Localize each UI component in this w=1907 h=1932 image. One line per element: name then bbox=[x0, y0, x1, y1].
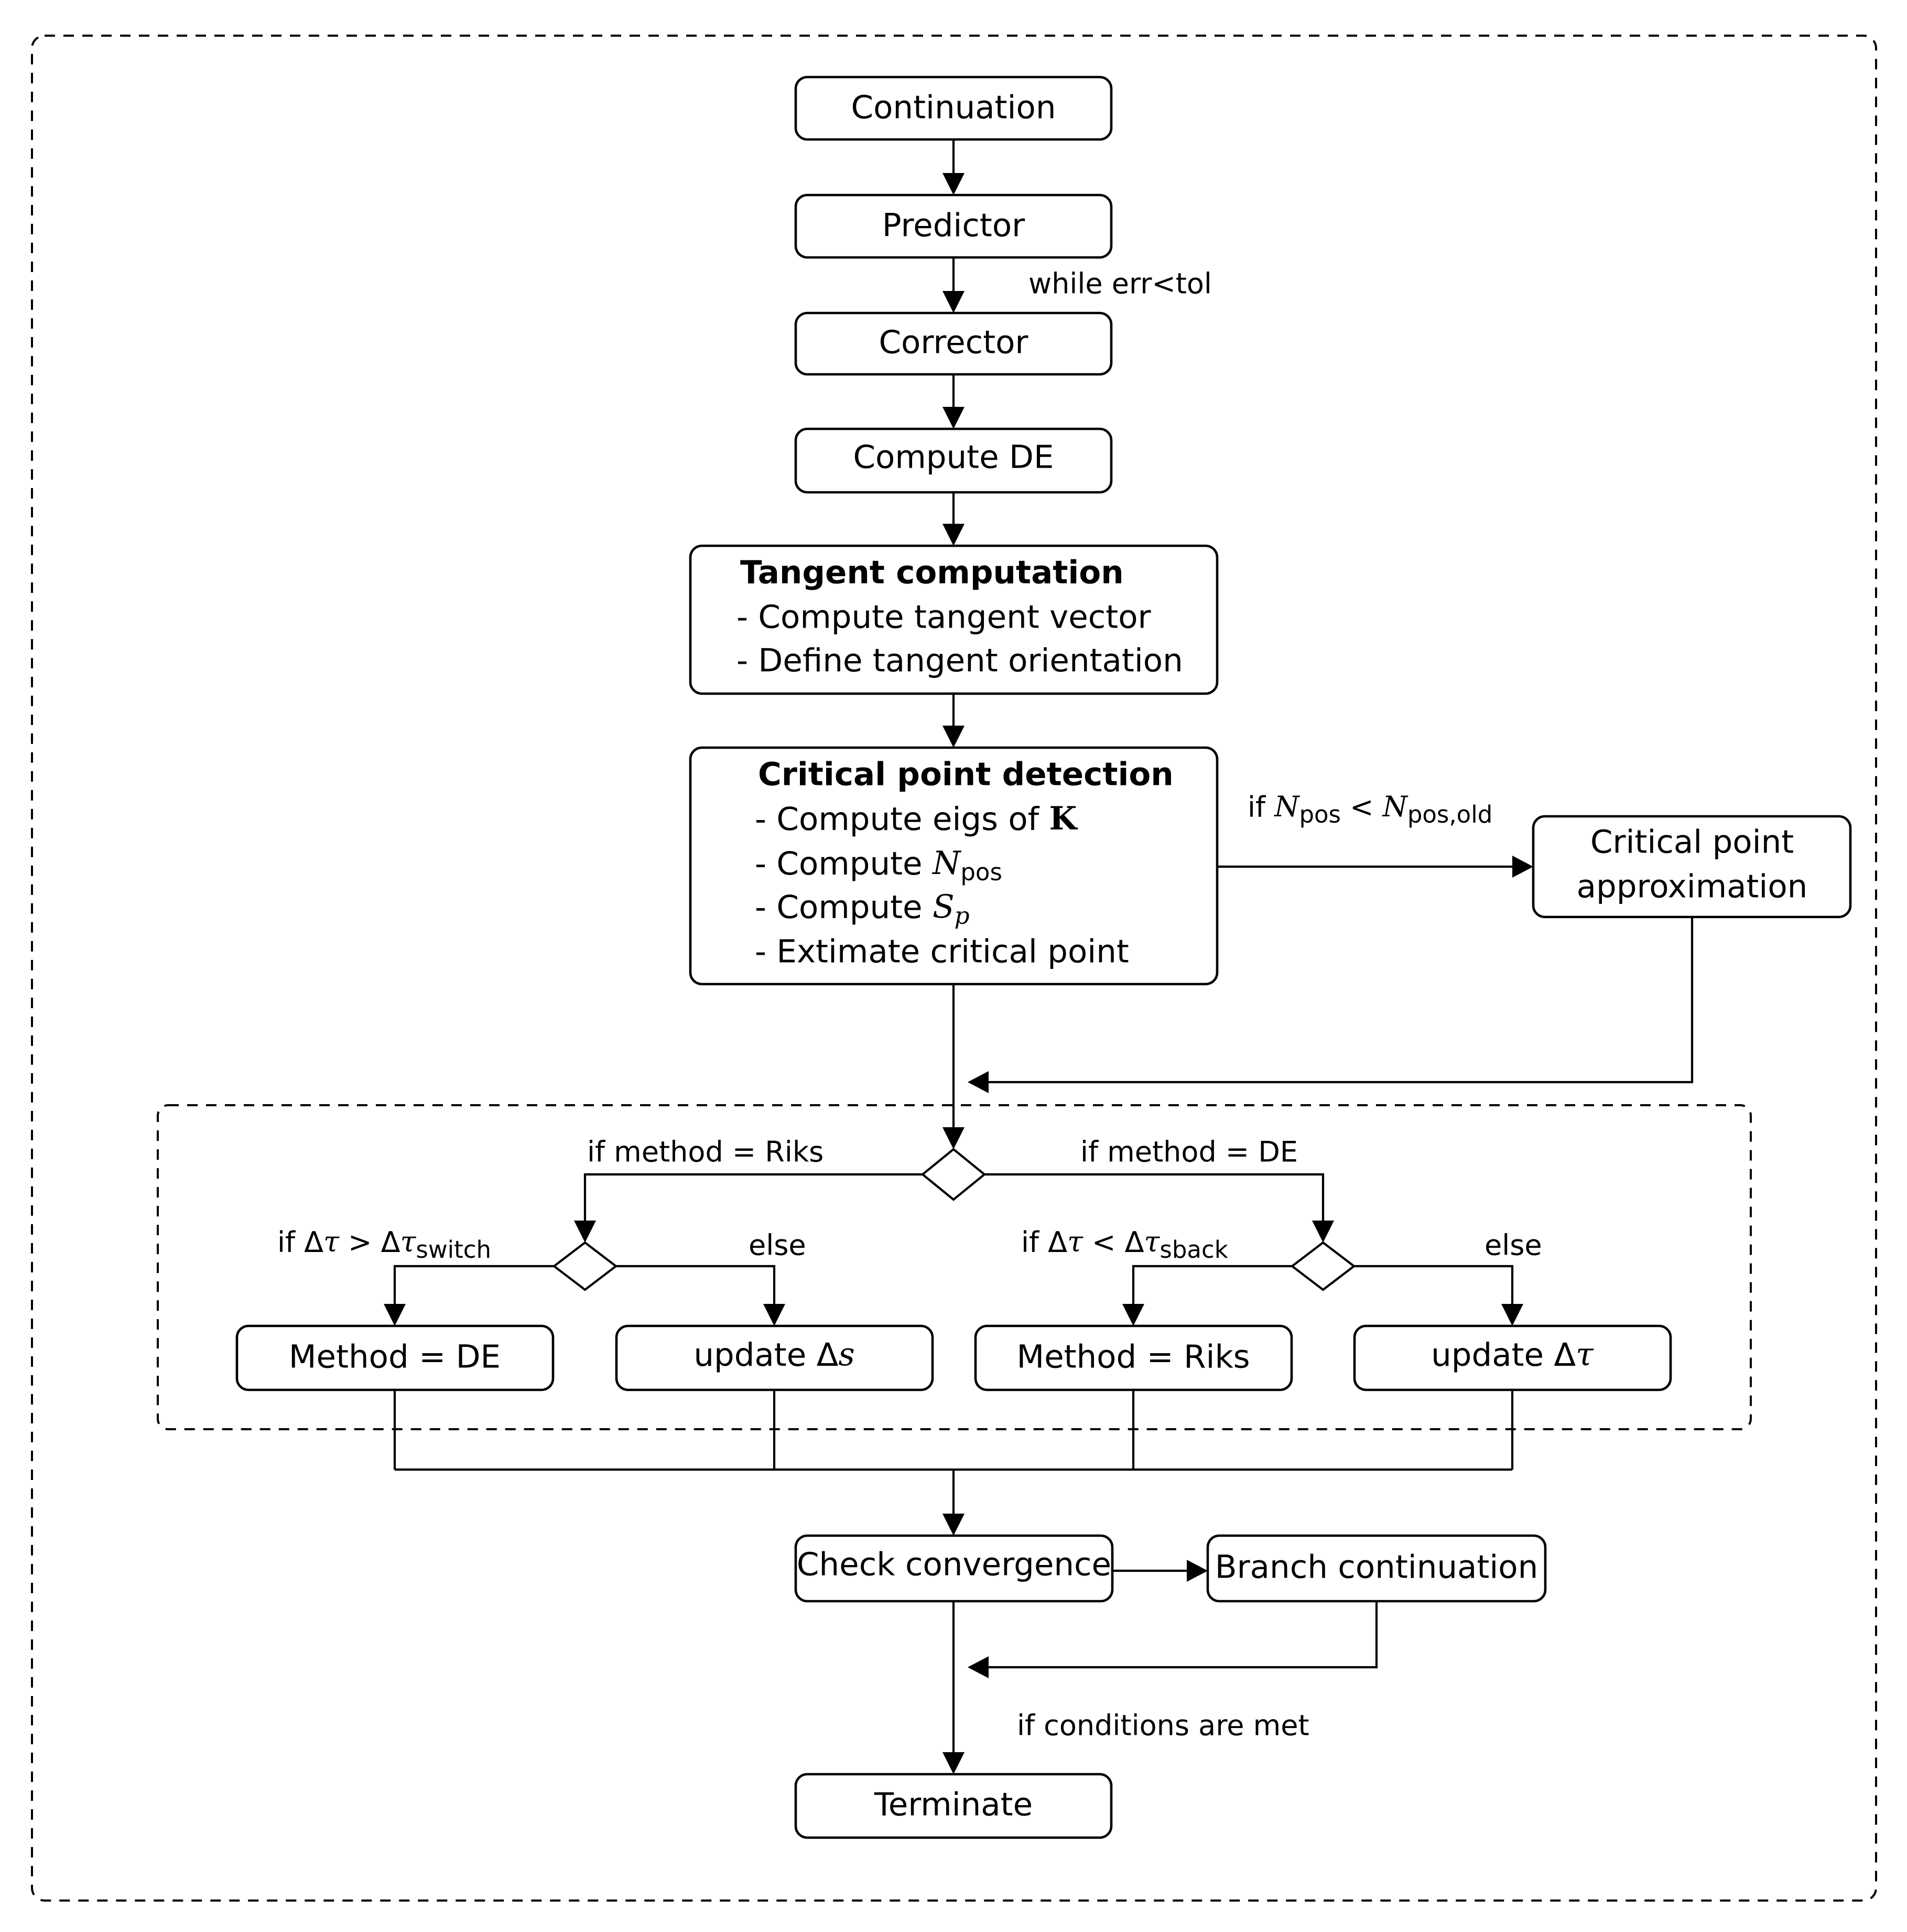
label-else-right: else bbox=[1485, 1229, 1542, 1262]
critical-line-eigs: - Compute eigs of K bbox=[755, 800, 1078, 838]
method-riks-label: Method = Riks bbox=[1016, 1339, 1250, 1376]
label-if-dtau-switch: if Δτ > Δτswitch bbox=[277, 1225, 491, 1264]
if-npos-prefix: if bbox=[1248, 791, 1274, 824]
dtau-switch-threshold-var: τ bbox=[400, 1225, 417, 1258]
node-branch-continuation: Branch continuation bbox=[1206, 1534, 1547, 1603]
edge-else-update-dtau bbox=[1354, 1265, 1523, 1326]
terminate-label: Terminate bbox=[874, 1786, 1033, 1823]
dtau-sback-var: τ bbox=[1067, 1225, 1083, 1258]
edge-critical-decision bbox=[942, 984, 965, 1149]
critical-line-npos: - Compute Npos bbox=[755, 845, 1002, 886]
edge-predictor-corrector bbox=[942, 257, 965, 313]
corrector-label: Corrector bbox=[879, 324, 1028, 361]
sp-symbol: S bbox=[933, 888, 955, 925]
tangent-line-1: - Compute tangent vector bbox=[736, 599, 1152, 636]
label-else-left: else bbox=[749, 1229, 806, 1262]
sp-subscript: p bbox=[955, 902, 970, 930]
edge-critical-approximation bbox=[1217, 856, 1533, 878]
dtau-sback-threshold-var: τ bbox=[1144, 1225, 1161, 1258]
npos-subscript: pos bbox=[960, 858, 1002, 886]
edge-tangent-critical bbox=[942, 694, 965, 748]
less-than-operator: < bbox=[1341, 791, 1383, 824]
critical-title: Critical point detection bbox=[758, 756, 1174, 793]
check-convergence-label: Check convergence bbox=[797, 1546, 1111, 1583]
method-switch-frame bbox=[157, 1104, 1752, 1430]
method-de-label: Method = DE bbox=[289, 1339, 501, 1376]
ds-symbol: s bbox=[838, 1336, 854, 1373]
node-corrector: Corrector bbox=[794, 311, 1113, 376]
decision-riks-switch-diamond bbox=[552, 1241, 618, 1291]
less-than-operator-2: < Δ bbox=[1083, 1226, 1144, 1259]
npos-var-subscript: pos bbox=[1299, 801, 1341, 828]
decision-de-switch-diamond bbox=[1290, 1241, 1356, 1291]
node-predictor: Predictor bbox=[794, 193, 1113, 259]
update-dtau-prefix: update Δ bbox=[1431, 1336, 1576, 1374]
tangent-line-2: - Define tangent orientation bbox=[736, 642, 1183, 679]
approximation-line-2: approximation bbox=[1577, 868, 1808, 905]
node-check-convergence: Check convergence bbox=[794, 1534, 1114, 1603]
dtau-symbol: τ bbox=[1576, 1336, 1594, 1373]
edge-decision-de bbox=[984, 1173, 1334, 1243]
label-if-dtau-sback: if Δτ < Δτsback bbox=[1021, 1225, 1228, 1264]
switch-subscript: switch bbox=[416, 1236, 491, 1264]
critical-line-npos-prefix: - Compute bbox=[755, 845, 933, 882]
node-method-riks: Method = Riks bbox=[974, 1324, 1293, 1391]
label-if-method-riks: if method = Riks bbox=[587, 1136, 824, 1169]
compute-de-label: Compute DE bbox=[853, 439, 1054, 476]
edge-approximation-return bbox=[968, 917, 1694, 1093]
critical-line-estimate: - Extimate critical point bbox=[755, 933, 1129, 970]
label-if-npos: if Npos < Npos,old bbox=[1248, 790, 1492, 828]
edge-switch-method-de bbox=[384, 1265, 554, 1326]
critical-line-eigs-prefix: - Compute eigs of bbox=[755, 801, 1049, 838]
node-update-ds: update Δs bbox=[615, 1324, 934, 1391]
edge-corrector-compute-de bbox=[942, 374, 965, 429]
node-tangent-computation: Tangent computation - Compute tangent ve… bbox=[689, 544, 1219, 695]
tangent-title: Tangent computation bbox=[740, 554, 1124, 591]
update-ds-prefix: update Δ bbox=[694, 1336, 838, 1374]
edge-switch-method-riks bbox=[1122, 1265, 1292, 1326]
sback-subscript: sback bbox=[1160, 1236, 1228, 1264]
npos-var: N bbox=[1273, 790, 1300, 823]
dtau-sback-prefix: if Δ bbox=[1021, 1226, 1067, 1259]
edge-compute-de-tangent bbox=[942, 492, 965, 546]
update-dtau-label: update Δτ bbox=[1431, 1336, 1594, 1374]
node-update-dtau: update Δτ bbox=[1353, 1324, 1672, 1391]
label-if-method-de: if method = DE bbox=[1080, 1136, 1298, 1169]
node-continuation: Continuation bbox=[794, 75, 1113, 141]
dtau-switch-var: τ bbox=[323, 1225, 340, 1258]
node-method-de: Method = DE bbox=[235, 1324, 555, 1391]
node-compute-de: Compute DE bbox=[794, 427, 1113, 494]
dtau-switch-prefix: if Δ bbox=[277, 1226, 323, 1259]
branch-continuation-label: Branch continuation bbox=[1215, 1549, 1538, 1586]
edge-continuation-predictor bbox=[942, 139, 965, 195]
decision-method-diamond bbox=[920, 1148, 987, 1201]
npos-old-subscript: pos,old bbox=[1407, 801, 1492, 828]
label-while-err-tol: while err<tol bbox=[1028, 267, 1212, 300]
outer-frame bbox=[31, 35, 1877, 1902]
edge-check-branch bbox=[1112, 1560, 1208, 1582]
approximation-line-1: Critical point bbox=[1590, 824, 1794, 861]
edge-else-update-ds bbox=[616, 1265, 785, 1326]
predictor-label: Predictor bbox=[882, 207, 1025, 244]
npos-symbol: N bbox=[931, 845, 962, 882]
node-terminate: Terminate bbox=[794, 1773, 1113, 1839]
label-if-conditions-met: if conditions are met bbox=[1017, 1709, 1309, 1742]
edge-branch-return bbox=[968, 1601, 1378, 1678]
greater-than-operator: > Δ bbox=[339, 1226, 400, 1259]
critical-line-sp: - Compute Sp bbox=[755, 888, 970, 929]
critical-line-sp-prefix: - Compute bbox=[755, 889, 933, 926]
node-critical-point-detection: Critical point detection - Compute eigs … bbox=[689, 746, 1219, 986]
edge-decision-riks bbox=[574, 1173, 923, 1243]
node-critical-point-approximation: Critical point approximation bbox=[1532, 815, 1852, 919]
update-ds-label: update Δs bbox=[694, 1336, 854, 1374]
edge-check-terminate bbox=[942, 1601, 965, 1774]
continuation-label: Continuation bbox=[851, 89, 1056, 126]
stiffness-matrix-symbol: K bbox=[1049, 800, 1078, 837]
edge-merge bbox=[393, 1390, 1514, 1536]
npos-old-var: N bbox=[1382, 790, 1408, 823]
